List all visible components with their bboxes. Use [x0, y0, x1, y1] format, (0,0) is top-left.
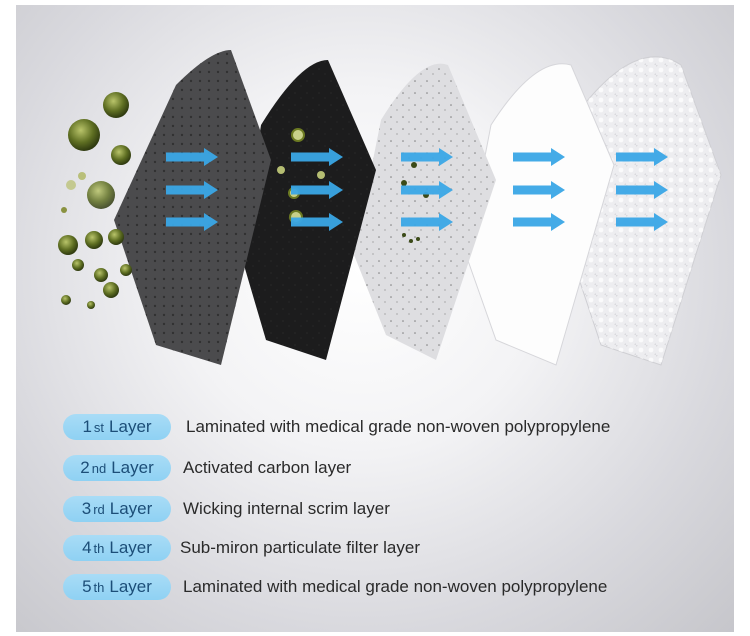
- arrow-right-icon: [166, 181, 218, 199]
- arrow-right-icon: [513, 181, 565, 199]
- layer-suffix: st: [93, 420, 105, 435]
- arrow-right-icon: [291, 213, 343, 231]
- layer-number: 4: [82, 538, 92, 557]
- layer-4-shape: [465, 63, 615, 366]
- arrow-right-icon: [166, 148, 668, 231]
- layer-3-description: Wicking internal scrim layer: [183, 499, 390, 518]
- layer-suffix: rd: [93, 502, 105, 517]
- arrow-right-icon: [166, 213, 218, 231]
- layer-1-description: Laminated with medical grade non-woven p…: [186, 417, 611, 436]
- arrow-right-icon: [616, 213, 668, 231]
- filter-layers-illustration: [58, 50, 722, 366]
- arrow-right-icon: [291, 148, 343, 166]
- layer-2-shape: [241, 60, 376, 360]
- layer-5-shape: [570, 56, 722, 366]
- layer-word: Layer: [109, 499, 153, 518]
- layer-3-shape: [354, 63, 496, 361]
- layer-number: 2: [80, 458, 90, 477]
- layer-word: Layer: [109, 417, 152, 436]
- arrow-right-icon: [616, 181, 668, 199]
- layer-5-description: Laminated with medical grade non-woven p…: [183, 577, 608, 596]
- layer-suffix: nd: [91, 461, 107, 476]
- layer-number: 1: [82, 417, 92, 436]
- layer-suffix: th: [93, 580, 105, 595]
- layer-4-description: Sub-miron particulate filter layer: [180, 538, 420, 557]
- layer-word: Layer: [109, 577, 152, 596]
- arrow-right-icon: [401, 181, 453, 199]
- arrow-right-icon: [513, 213, 565, 231]
- layer-number: 3: [81, 499, 92, 518]
- layer-suffix: th: [93, 541, 105, 556]
- layer-1-shape: [114, 50, 271, 365]
- germ-cluster-icon: [58, 92, 132, 309]
- layer-word: Layer: [111, 458, 154, 477]
- arrow-right-icon: [401, 148, 453, 166]
- arrow-right-icon: [401, 213, 453, 231]
- arrow-right-icon: [166, 148, 218, 166]
- layer-number: 5: [82, 577, 92, 596]
- layer-word: Layer: [109, 538, 152, 557]
- layer-2-description: Activated carbon layer: [183, 458, 352, 477]
- arrow-right-icon: [616, 148, 668, 166]
- arrow-right-icon: [513, 148, 565, 166]
- arrow-right-icon: [291, 181, 343, 199]
